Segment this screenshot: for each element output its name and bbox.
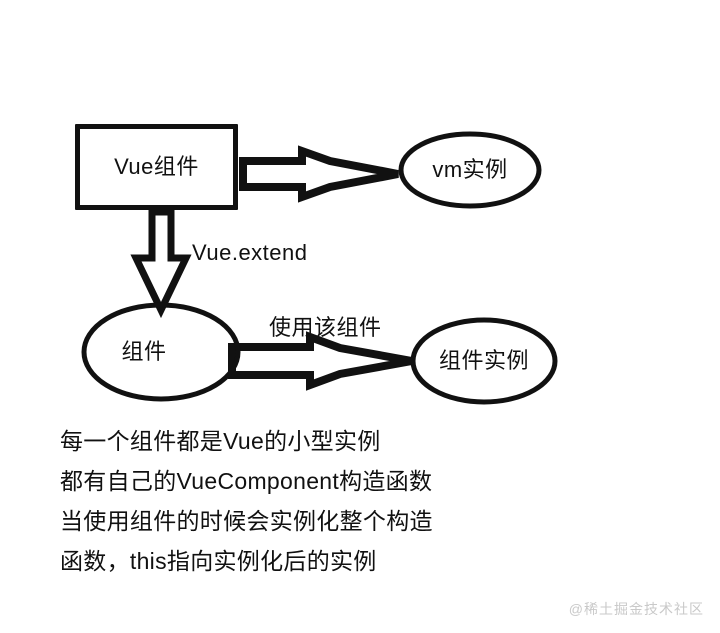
notes-block: 每一个组件都是Vue的小型实例 都有自己的VueComponent构造函数 当使…	[60, 421, 520, 581]
node-vue-component-label: Vue组件	[114, 153, 199, 179]
node-component-label: 组件	[121, 338, 167, 364]
edge-label-vue-extend: Vue.extend	[192, 240, 308, 265]
watermark: @稀土掘金技术社区	[568, 601, 704, 617]
node-component-instance-label: 组件实例	[438, 347, 529, 373]
arrow-vue-to-vm	[239, 145, 399, 203]
node-component[interactable]: 组件	[84, 305, 204, 399]
ellipse-component-instance	[410, 317, 558, 405]
arrow-vue-to-component	[130, 208, 192, 319]
ellipse-component	[81, 302, 241, 402]
node-vue-component[interactable]: Vue组件	[75, 124, 238, 210]
ellipse-vm-instance	[398, 131, 542, 209]
notes-line: 函数，this指向实例化后的实例	[60, 548, 377, 574]
node-component-instance[interactable]: 组件实例	[413, 320, 555, 402]
node-vm-instance-label: vm实例	[432, 156, 508, 182]
arrow-component-to-instance	[228, 331, 413, 391]
node-vm-instance[interactable]: vm实例	[401, 134, 539, 206]
notes-line: 当使用组件的时候会实例化整个构造	[60, 508, 433, 534]
notes-line: 都有自己的VueComponent构造函数	[60, 468, 433, 494]
edge-label-use-component: 使用该组件	[269, 315, 382, 340]
notes-line: 每一个组件都是Vue的小型实例	[60, 428, 381, 454]
